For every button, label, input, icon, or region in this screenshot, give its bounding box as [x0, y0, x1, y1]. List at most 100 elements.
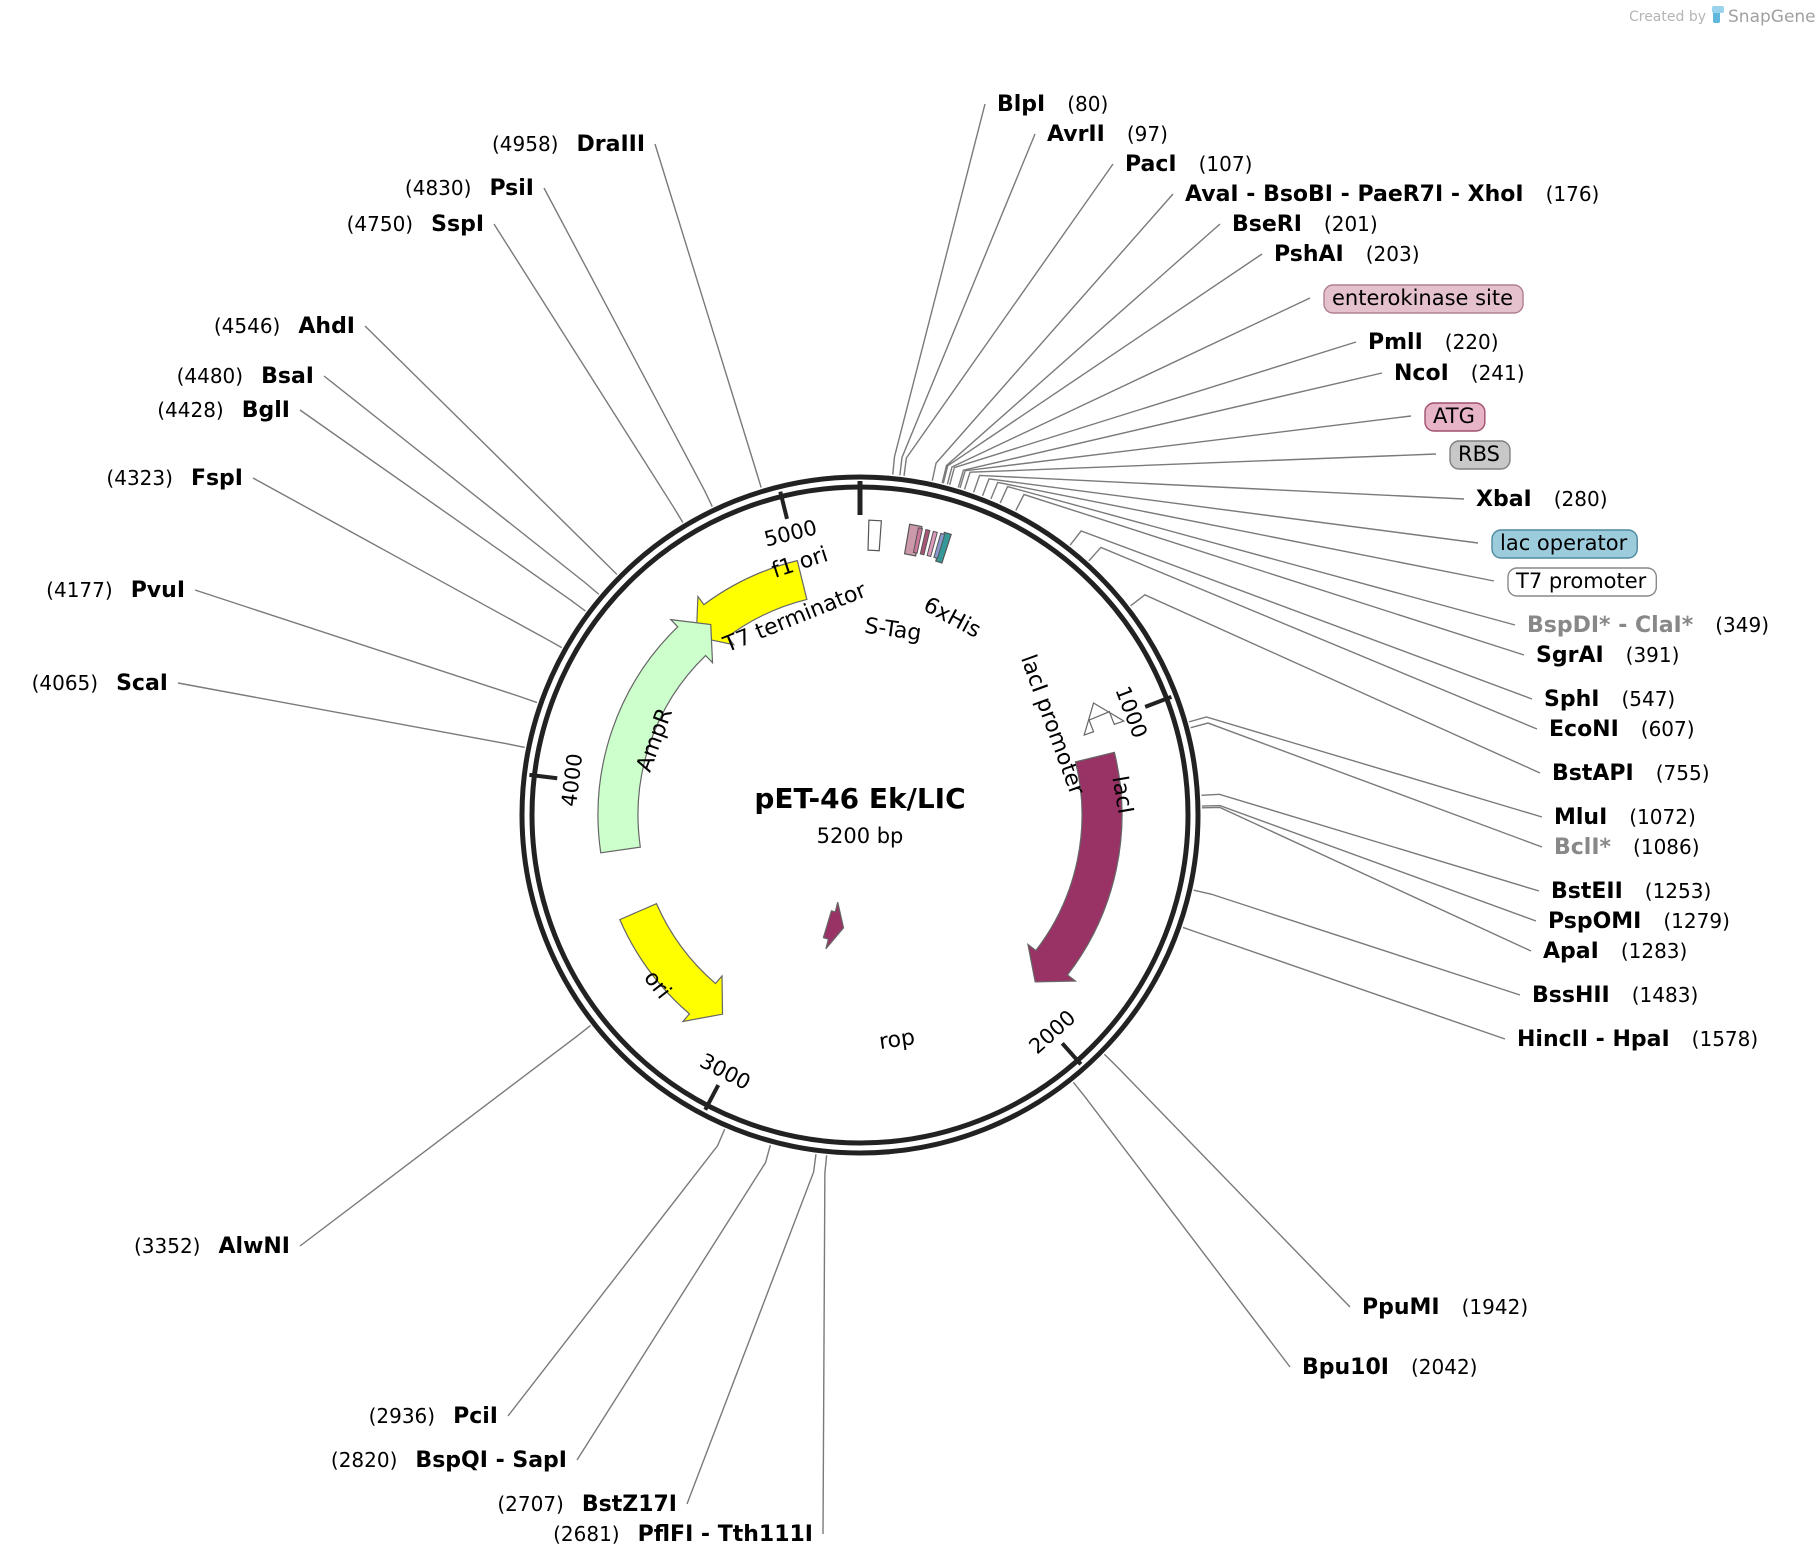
enzyme-position: (1283) [1621, 939, 1688, 963]
mcs-segment-0 [912, 527, 924, 554]
leader-atg [959, 415, 1412, 489]
leader-mlui [1188, 716, 1543, 818]
feature-laci-promoter [1083, 702, 1126, 737]
enzyme-name: BseRI [1232, 212, 1302, 237]
leader-draiii [654, 143, 762, 488]
enzyme-name: EcoNI [1549, 717, 1619, 742]
boxed-feature-label: T7 promoter [1515, 569, 1647, 593]
feature-label-rop: rop [877, 1025, 916, 1055]
enzyme-position: (2681) [553, 1522, 620, 1546]
enzyme-position: (203) [1366, 242, 1420, 266]
enzyme-bsteii: BstEII(1253) [1551, 879, 1711, 904]
boxed-feature-box [1507, 567, 1658, 597]
enzyme-position: (2936) [369, 1404, 436, 1428]
enzyme-name: PciI [453, 1404, 498, 1429]
enzyme-name: FspI [191, 466, 243, 491]
enzyme-sgrai: SgrAI(391) [1536, 643, 1679, 668]
enzyme-name: Bpu10I [1302, 1355, 1389, 1380]
boxed-feature-label: lac operator [1500, 531, 1628, 555]
leader-fspi [252, 477, 563, 649]
enzyme-name: SgrAI [1536, 643, 1604, 668]
enzyme-apai: ApaI(1283) [1543, 939, 1687, 964]
enzyme-avrii: AvrII(97) [1047, 122, 1168, 147]
enzyme-name: PshAI [1274, 242, 1344, 267]
enzyme-psii: PsiI (4830) [405, 176, 534, 201]
tick-2000 [1060, 1041, 1083, 1066]
enzyme-name: BspQI - SapI [415, 1448, 567, 1473]
enzyme-position: (547) [1621, 687, 1675, 711]
leader-ncoi [957, 372, 1383, 488]
enzyme-ppumi: PpuMI(1942) [1362, 1295, 1528, 1320]
feature-rop [822, 902, 845, 950]
boxed-feature-label: enterokinase site [1332, 286, 1513, 310]
leader-bgli [299, 409, 586, 612]
enzyme-bsshii: BssHII (1483) [1532, 983, 1698, 1008]
leader-sgrai [1015, 493, 1525, 656]
leader-bspqi-sapi [576, 1144, 772, 1461]
leader-bstz17i [686, 1154, 817, 1505]
leader-pspomi [1201, 804, 1537, 922]
enzyme-position: (1483) [1632, 983, 1699, 1007]
enzyme-bsai: BsaI(4480) [177, 364, 314, 389]
leader-bcli [1190, 722, 1543, 848]
leader-psii [543, 187, 713, 507]
boxed-feature-rbs: RBS [1449, 440, 1511, 470]
enzyme-position: (4480) [177, 364, 244, 388]
leader-bsteii [1201, 793, 1540, 892]
enzyme-mlui: MluI(1072) [1554, 805, 1696, 830]
feature-t7-terminator [867, 519, 883, 552]
enzyme-name: PmlI [1368, 330, 1423, 355]
enzyme-pflfi-tth111i: PflFI - Tth111I(2681) [553, 1522, 813, 1547]
mcs-segment-1 [919, 528, 931, 556]
enzyme-sphi: SphI(547) [1544, 687, 1675, 712]
enzyme-bspdi-clai: BspDI* - ClaI*(349) [1527, 613, 1769, 638]
feature-laci [1027, 751, 1123, 983]
enzyme-name: PvuI [131, 578, 185, 603]
leader-t7-promoter [990, 481, 1495, 582]
enzyme-pcii: PciI (2936) [369, 1404, 498, 1429]
enzyme-name: PsiI [489, 176, 534, 201]
leader-bpu10i [1072, 1081, 1291, 1368]
enzyme-name: PpuMI [1362, 1295, 1440, 1320]
leader-bseri [941, 223, 1221, 484]
enzyme-name: BclI* [1554, 835, 1612, 860]
enzyme-name: BstAPI [1552, 761, 1634, 786]
enzyme-xbai: XbaI(280) [1476, 487, 1608, 512]
tick-label-1000: 1000 [1110, 683, 1151, 741]
leader-ppumi [1103, 1053, 1351, 1308]
enzyme-position: (349) [1715, 613, 1769, 637]
enzyme-ncoi: NcoI(241) [1394, 361, 1525, 386]
enzyme-position: (4830) [405, 176, 472, 200]
enzyme-blpi: BlpI(80) [997, 92, 1108, 117]
leader-bspdi-clai [999, 485, 1516, 626]
enzyme-bgli: BglI(4428) [157, 398, 290, 423]
leader-enterokinase-site [946, 297, 1311, 485]
mcs-segment-2 [926, 530, 938, 558]
leader-pcii [507, 1128, 726, 1417]
enzyme-position: (607) [1641, 717, 1695, 741]
enzyme-name: ScaI [116, 671, 168, 696]
enzyme-name: DraIII [576, 132, 645, 157]
enzyme-position: (280) [1554, 487, 1608, 511]
enzyme-position: (4323) [106, 466, 173, 490]
enzyme-name: PspOMI [1548, 909, 1641, 934]
enzyme-position: (1279) [1663, 909, 1730, 933]
enzyme-position: (4065) [32, 671, 99, 695]
enzyme-avai-bsobi-paer7i-xhoi: AvaI - BsoBI - PaeR7I - XhoI(176) [1185, 182, 1599, 207]
leader-ahdi [364, 325, 618, 575]
tick-4000 [529, 772, 558, 781]
mcs-segment-3 [933, 532, 946, 560]
enzyme-name: MluI [1554, 805, 1607, 830]
enzyme-name: BlpI [997, 92, 1045, 117]
enzyme-name: BssHII [1532, 983, 1610, 1008]
leader-avrii [899, 133, 1036, 476]
leader-scai [177, 682, 525, 749]
enzyme-name: BstZ17I [582, 1492, 677, 1517]
feature-label-s-tag: S-Tag [863, 614, 923, 647]
enzyme-alwni: AlwNI(3352) [134, 1234, 290, 1259]
leader-bstapi [1130, 594, 1541, 774]
tick-label-4000: 4000 [557, 752, 587, 808]
enzyme-position: (201) [1324, 212, 1378, 236]
leader-pvui [194, 589, 538, 704]
